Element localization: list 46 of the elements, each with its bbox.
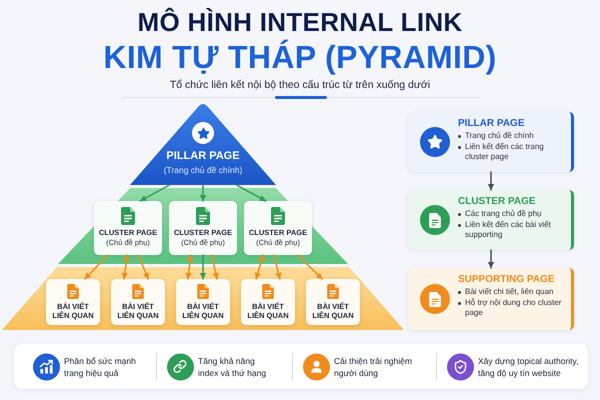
arrow [84, 254, 108, 280]
feature-text: Xây dựng topical authority, tăng độ uy tín website [478, 354, 580, 378]
node-title: PILLAR PAGE [166, 150, 240, 163]
bullet-text: Các trang chủ đề phụ [465, 209, 542, 219]
info-card [408, 190, 574, 250]
arrow [211, 254, 219, 280]
bullet-text: Liên kết đến các trang cluster page [465, 142, 545, 162]
node-subtitle: (Trang chủ đề chính) [164, 165, 242, 175]
article-card [111, 279, 165, 325]
bullet-text: Bài viết chi tiết, liên quan [465, 287, 554, 297]
bullet-text: Trang chủ đề chính [465, 131, 534, 141]
arrow [488, 171, 494, 191]
article-card [306, 279, 360, 325]
arrow [273, 254, 282, 280]
title: KIM TỰ THÁP (PYRAMID) [103, 38, 497, 76]
arrow [185, 254, 194, 280]
arrow [200, 254, 206, 280]
tier-band [2, 267, 404, 330]
cluster-card [94, 201, 162, 255]
arrow [140, 184, 170, 202]
article-card [241, 279, 295, 325]
cluster-card [169, 201, 237, 255]
cluster-card [244, 201, 312, 255]
article-card [46, 279, 100, 325]
feature-text: Tăng khả năng index và thứ hạng [198, 354, 268, 378]
arrow [236, 184, 266, 202]
arrow [296, 254, 323, 280]
bullet-text: Liên kết đến các bài viết supporting [465, 220, 552, 240]
pillar-triangle [130, 103, 276, 185]
info-card [408, 268, 574, 330]
arrow [254, 254, 264, 280]
bullet-text: Hỗ trợ nội dung cho cluster page [465, 298, 562, 318]
feature-text: Cải thiện trải nghiệm người dùng [334, 354, 413, 378]
card-heading: SUPPORTING PAGE [458, 274, 554, 286]
tier-band [58, 188, 348, 264]
card-heading: CLUSTER PAGE [458, 196, 536, 208]
arrow [122, 254, 130, 280]
arrow [488, 249, 494, 269]
subtitle: Tổ chức liên kết nội bộ theo cấu trúc từ trên xuống dưới [170, 78, 430, 92]
title: MÔ HÌNH INTERNAL LINK [137, 6, 463, 38]
article-card [176, 279, 230, 325]
arrow [200, 184, 206, 202]
feature-text: Phân bổ sức mạnh trang hiệu quả [64, 354, 137, 378]
info-card [408, 112, 574, 172]
arrow [137, 254, 149, 280]
card-heading: PILLAR PAGE [458, 118, 524, 130]
